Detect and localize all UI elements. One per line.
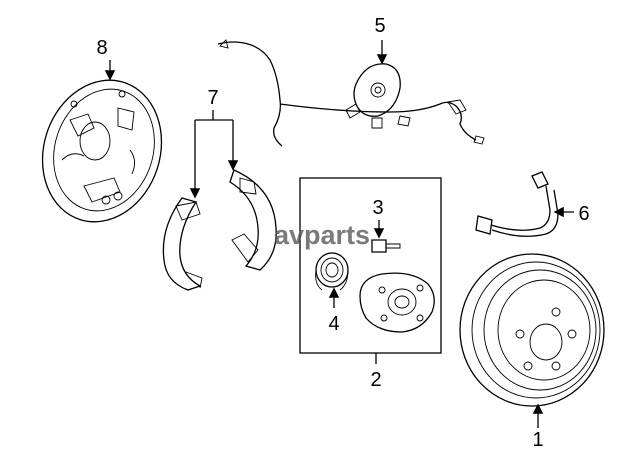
hub-bolt[interactable]: [371, 239, 401, 253]
watermark-logo: avparts: [274, 220, 370, 250]
callout-2-label: 2: [370, 369, 381, 391]
callout-5-label: 5: [374, 15, 385, 37]
callout-2: 2: [370, 353, 382, 391]
callout-8: 8: [96, 37, 116, 81]
hub-bearing-group[interactable]: [299, 177, 442, 354]
callout-1: 1: [532, 403, 544, 451]
callout-3: 3: [372, 197, 385, 239]
callout-8-label: 8: [96, 37, 107, 59]
callout-3-label: 3: [372, 197, 383, 219]
callout-6-label: 6: [578, 203, 589, 225]
callout-1-label: 1: [532, 429, 543, 451]
callout-5: 5: [374, 15, 388, 65]
brake-drum[interactable]: [459, 253, 605, 407]
callout-7: 7: [189, 87, 239, 199]
callout-4-label: 4: [328, 313, 339, 335]
callout-4: 4: [328, 287, 340, 335]
abs-sensor[interactable]: [217, 39, 485, 147]
brake-hose[interactable]: [475, 171, 559, 237]
bearing[interactable]: [315, 252, 349, 291]
backing-plate[interactable]: [25, 65, 180, 238]
hub-flange[interactable]: [359, 272, 435, 333]
callout-7-label: 7: [207, 87, 218, 109]
callout-6: 6: [553, 203, 590, 225]
brake-shoes[interactable]: [162, 169, 277, 291]
